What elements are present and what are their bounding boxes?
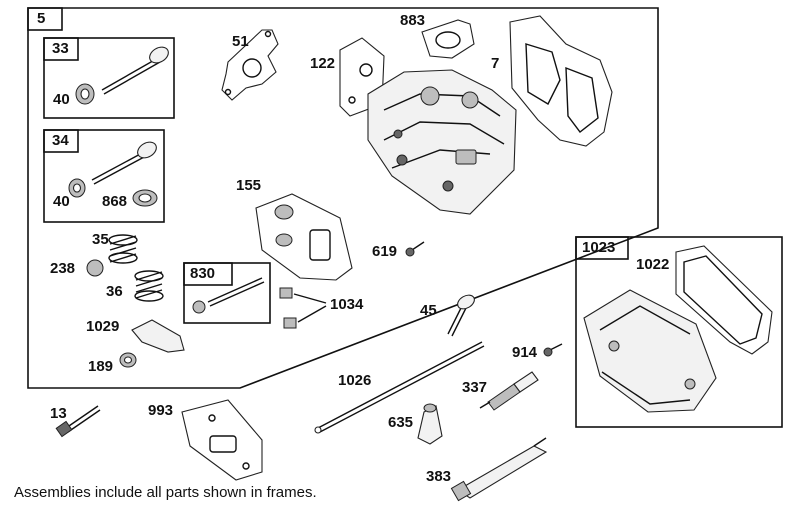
part-label-883: 883 — [400, 12, 426, 29]
clip-1034-lower — [283, 317, 297, 329]
part-label-13: 13 — [50, 405, 67, 422]
fitting-635-illustration — [417, 403, 443, 445]
frame-33-tab — [43, 37, 79, 61]
part-label-36: 36 — [106, 283, 123, 300]
gasket-993-illustration — [181, 399, 263, 481]
part-label-189: 189 — [88, 358, 114, 375]
frame-1023-tab — [575, 236, 629, 260]
part-label-122: 122 — [310, 55, 336, 72]
part-label-155: 155 — [236, 177, 262, 194]
part-label-35: 35 — [92, 231, 109, 248]
bolt-13-illustration — [55, 405, 101, 438]
valve-cover-illustration — [583, 289, 717, 413]
frame-33-border — [43, 37, 175, 119]
part-label-40-exhaust: 40 — [53, 193, 70, 210]
frame-label-5: 5 — [37, 10, 46, 27]
screw-619-illustration — [405, 241, 425, 257]
part-label-1022: 1022 — [636, 256, 670, 273]
tool-383-illustration — [450, 437, 548, 502]
leader-1034-upper — [293, 293, 327, 304]
spring-35-illustration — [108, 234, 138, 264]
part-label-993: 993 — [148, 402, 174, 419]
part-label-45: 45 — [420, 302, 437, 319]
gasket-883-illustration — [421, 19, 475, 59]
frame-5-border — [27, 7, 659, 389]
part-label-40-intake: 40 — [53, 91, 70, 108]
cap-238-illustration — [86, 259, 104, 277]
frame-label-1023: 1023 — [582, 239, 616, 256]
push-rod-1026-illustration — [314, 341, 485, 434]
frame-5-tab — [27, 7, 63, 31]
part-label-7: 7 — [491, 55, 500, 72]
part-label-635: 635 — [388, 414, 414, 431]
frame-34-border — [43, 129, 165, 223]
part-label-337: 337 — [462, 379, 488, 396]
part-label-914: 914 — [512, 344, 538, 361]
spark-plug-337-illustration — [479, 371, 539, 411]
part-label-51: 51 — [232, 33, 249, 50]
part-label-619: 619 — [372, 243, 398, 260]
stud-830-illustration — [192, 277, 265, 314]
nut-189-illustration — [119, 352, 137, 368]
part-label-238: 238 — [50, 260, 76, 277]
frame-label-34: 34 — [52, 132, 69, 149]
frame-34-tab — [43, 129, 79, 153]
part-label-1026: 1026 — [338, 372, 372, 389]
part-label-383: 383 — [426, 468, 452, 485]
exhaust-valve-illustration — [68, 141, 158, 207]
part-label-1029: 1029 — [86, 318, 120, 335]
head-gasket-7-illustration — [509, 15, 613, 147]
frame-label-33: 33 — [52, 40, 69, 57]
frame-1023-border — [575, 236, 783, 428]
clip-1034-upper — [279, 287, 293, 299]
plate-155-illustration — [255, 193, 353, 281]
assemblies-footnote: Assemblies include all parts shown in fr… — [14, 484, 317, 501]
leader-1034-lower — [297, 305, 327, 323]
gasket-51-illustration — [221, 29, 279, 101]
tappet-45-illustration — [447, 294, 475, 337]
part-label-868: 868 — [102, 193, 128, 210]
rocker-arm-1029-illustration — [131, 319, 185, 353]
frame-label-830: 830 — [190, 265, 216, 282]
spring-36-illustration — [134, 270, 164, 302]
part-label-1034: 1034 — [330, 296, 364, 313]
cylinder-head-illustration — [367, 69, 517, 215]
intake-valve-illustration — [75, 46, 169, 105]
screw-914-illustration — [543, 343, 563, 357]
frame-830-tab — [183, 262, 233, 286]
cover-gasket-1022-illustration — [675, 245, 773, 355]
